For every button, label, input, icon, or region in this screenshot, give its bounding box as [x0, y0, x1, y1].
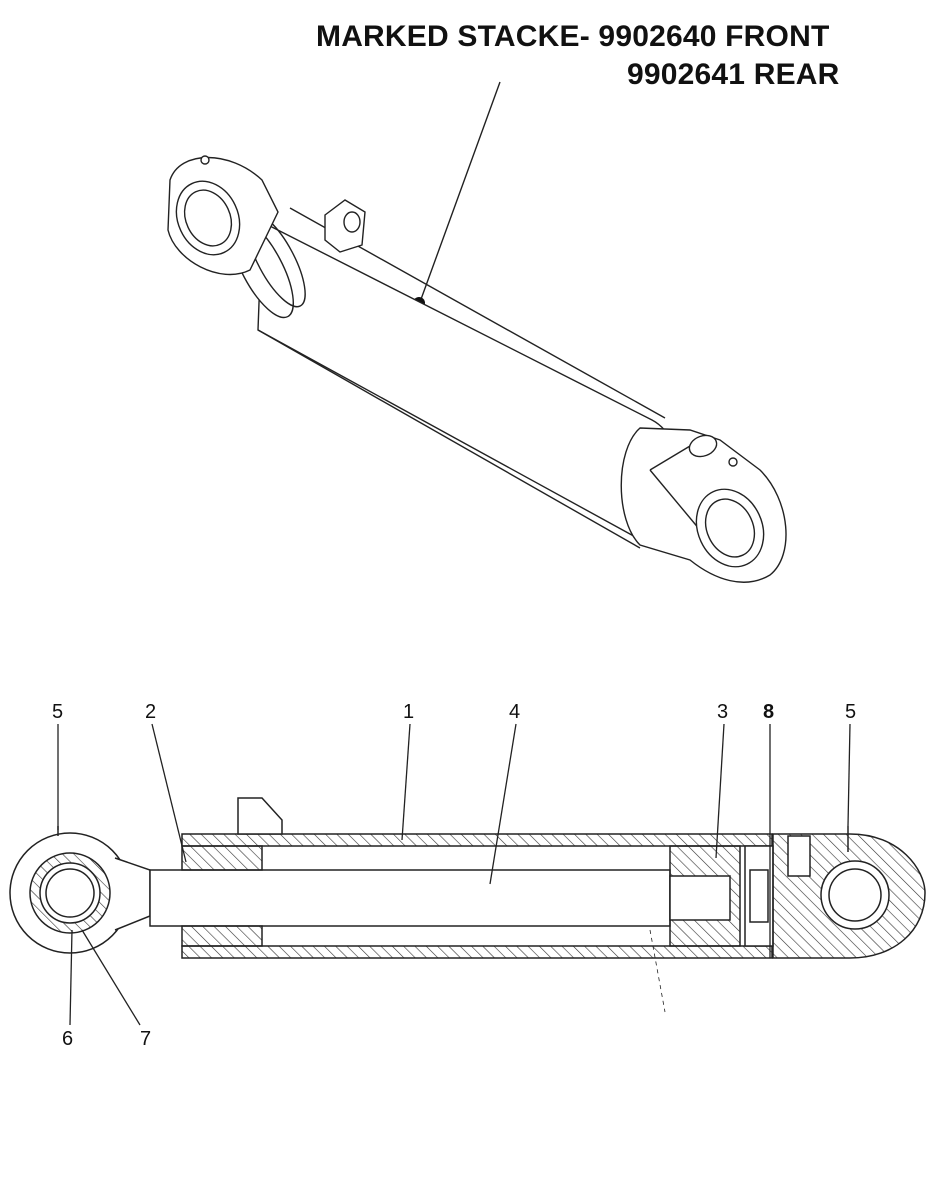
title-line-2: 9902641 REAR [627, 58, 840, 91]
callout-8: 8 [763, 701, 774, 723]
rear-port [688, 434, 718, 458]
callout-4: 4 [509, 701, 520, 723]
barrel-top-wall [181, 833, 773, 847]
callout-7: 7 [140, 1028, 151, 1050]
callout-5-right: 5 [845, 701, 856, 723]
callout-6: 6 [62, 1028, 73, 1050]
isometric-cylinder-view [167, 81, 787, 583]
section-cylinder-view [9, 797, 926, 1013]
title-leader-line [419, 81, 501, 303]
callout-leaders [57, 723, 851, 1026]
cylinder-body [257, 220, 681, 546]
gland [181, 845, 263, 871]
title-line-1: MARKED STACKE- 9902640 FRONT [316, 20, 830, 53]
callout-2: 2 [145, 701, 156, 723]
front-port [237, 797, 283, 835]
barrel-bottom-wall [181, 945, 773, 959]
piston-rod [149, 869, 671, 927]
callout-5-left: 5 [52, 701, 63, 723]
callout-3: 3 [717, 701, 728, 723]
callout-1: 1 [403, 701, 414, 723]
